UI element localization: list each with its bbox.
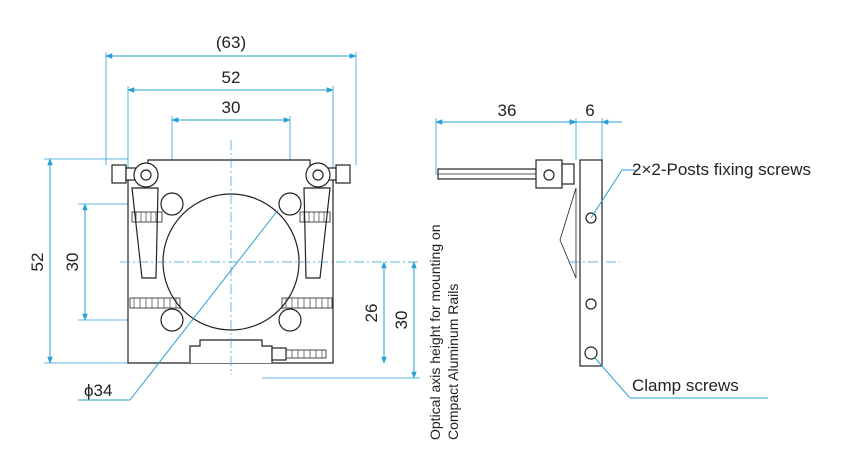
right-post-hex-icon: [312, 169, 324, 181]
posts-screws-leader: [590, 169, 623, 219]
threaded-bore-top-right: [299, 211, 331, 223]
hole-top-left: [160, 192, 184, 216]
dim-label-63: (63): [216, 33, 246, 52]
threaded-bore-top-left: [131, 211, 163, 223]
rod-clamp-nub: [561, 163, 575, 185]
clamp-screws-label: Clamp screws: [632, 376, 739, 395]
front-view: (63) 52 30 52 30: [28, 33, 461, 440]
dim-label-6: 6: [585, 101, 594, 120]
side-view: 36 6 2×2-Posts fixing screws Clamp screw…: [435, 101, 811, 399]
right-screw-head: [335, 164, 351, 184]
dim-label-52-width: 52: [222, 68, 241, 87]
dim-label-26: 26: [362, 304, 381, 323]
dim-label-aperture: ϕ34: [84, 381, 112, 400]
threaded-bore-bottom-left: [129, 297, 181, 309]
dim-label-30-axis: 30: [392, 311, 411, 330]
left-post-hex-icon: [140, 169, 152, 181]
dim-label-36: 36: [498, 101, 517, 120]
posts-fixing-screws-label: 2×2-Posts fixing screws: [632, 160, 811, 179]
dim-label-30-height: 30: [63, 253, 82, 272]
axis-note-line2: Compact Aluminum Rails: [445, 284, 461, 440]
left-clamp-arm: [131, 187, 159, 279]
flexure-arm: [559, 187, 577, 279]
post-fixing-screw-lower-icon: [585, 298, 597, 310]
dim-label-52-height: 52: [28, 253, 47, 272]
left-screw-head: [111, 164, 127, 184]
aperture-leader: [129, 209, 279, 401]
rod-clamp-screw-icon: [543, 169, 555, 181]
hole-top-right: [278, 192, 302, 216]
threaded-bore-bottom-right: [281, 297, 333, 309]
side-plate: [579, 159, 603, 367]
clamp-screw-front: [271, 347, 327, 361]
clamp-screws-leader: [594, 357, 631, 399]
dim-label-30-width: 30: [222, 98, 241, 117]
hole-bottom-right: [278, 308, 302, 332]
right-clamp-arm: [303, 187, 331, 279]
hole-bottom-left: [160, 308, 184, 332]
axis-note-line1: Optical axis height for mounting on: [427, 224, 443, 440]
clamp-screw-icon: [584, 346, 598, 360]
